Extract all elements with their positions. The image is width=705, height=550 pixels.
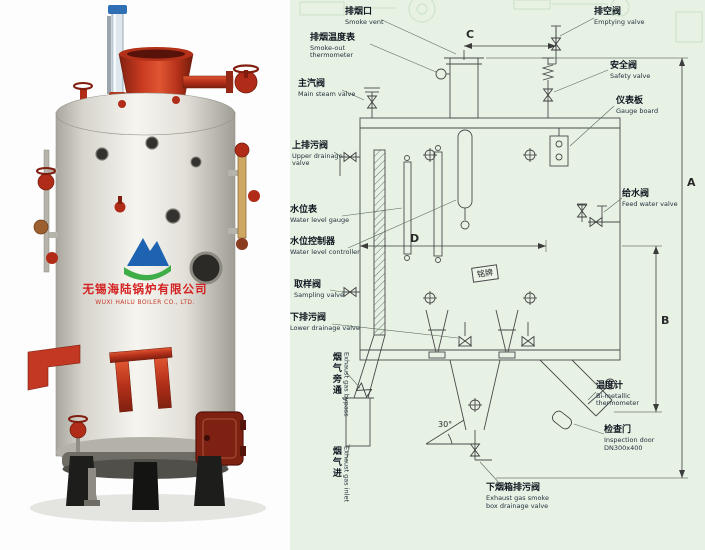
- label-water-level-controller: 水位控制器 Water level controller: [290, 237, 378, 256]
- label-smoke-thermometer-cn: 排烟温度表: [310, 33, 356, 43]
- label-gauge-board-en: Gauge board: [616, 106, 659, 115]
- label-exhaust-gas-bypass-cn: 烟气旁通: [330, 352, 341, 396]
- label-bimetal-thermometer-en: Bi-metallic thermometer: [596, 391, 640, 408]
- dim-label-a: A: [687, 176, 696, 189]
- right-side-fittings: [228, 142, 260, 250]
- dimension-lines: [360, 28, 688, 479]
- label-emptying-valve-en: Emptying valve: [594, 17, 645, 26]
- brand-name-en: WUXI HAILU BOILER CO., LTD.: [95, 299, 195, 306]
- brand-logo-icon: [124, 238, 171, 281]
- label-sampling-valve-cn: 取样阀: [294, 280, 322, 290]
- side-bracket: [27, 344, 81, 391]
- label-smoke-vent-cn: 排烟口: [345, 7, 373, 17]
- label-sampling-valve: 取样阀 Sampling valve: [294, 280, 358, 299]
- boiler-photo-panel: 无锡海陆锅炉有限公司 WUXI HAILU BOILER CO., LTD.: [0, 0, 290, 550]
- label-water-level-gauge-en: Water level gauge: [290, 215, 350, 224]
- watermark-drawings: [299, 0, 703, 43]
- label-smoke-vent: 排烟口 Smoke vent: [345, 7, 397, 26]
- label-main-steam-valve-cn: 主汽阀: [298, 79, 326, 89]
- label-inspection-door: 检查门 Inspection door DN300x400: [604, 425, 664, 453]
- label-safety-valve-en: Safety valve: [610, 71, 651, 80]
- label-lower-drainage-valve-cn: 下排污阀: [290, 313, 327, 323]
- support-fork: [109, 347, 173, 413]
- dim-label-d: D: [410, 232, 420, 245]
- label-smoke-thermometer-en: Smoke-out thermometer: [310, 43, 354, 60]
- label-water-level-gauge-cn: 水位表: [290, 205, 318, 215]
- label-feed-water-valve-cn: 给水阀: [622, 189, 650, 199]
- boiler-illustration: [27, 5, 266, 522]
- chimney: [118, 47, 194, 101]
- steam-outlet-pipe: [182, 64, 260, 94]
- label-smoke-box-drain: 下烟箱排污阀 Exhaust gas smoke box drainage va…: [486, 483, 566, 511]
- label-lower-drainage-valve: 下排污阀 Lower drainage valve: [290, 313, 374, 332]
- portholes: [95, 136, 223, 285]
- label-upper-drainage-valve-en: Upper drainage valve: [292, 151, 343, 168]
- leader-lines: [329, 17, 623, 487]
- label-upper-drainage-valve-cn: 上排污阀: [292, 141, 329, 151]
- label-smoke-thermometer: 排烟温度表 Smoke-out thermometer: [310, 33, 366, 60]
- dim-label-c: C: [466, 28, 475, 41]
- base-feet: [66, 456, 225, 510]
- label-exhaust-gas-inlet-cn: 烟气进: [330, 446, 341, 479]
- left-side-fittings: [33, 149, 58, 273]
- label-exhaust-gas-bypass: 烟气旁通 Exhaust gas bypass: [330, 352, 351, 432]
- label-feed-water-valve-en: Feed water valve: [622, 199, 678, 208]
- label-feed-water-valve: 给水阀 Feed water valve: [622, 189, 686, 208]
- label-sampling-valve-en: Sampling valve: [294, 290, 344, 299]
- label-inspection-door-cn: 检查门: [604, 425, 632, 435]
- label-exhaust-gas-bypass-en: Exhaust gas bypass: [342, 352, 351, 417]
- bottom-drain-valve: [68, 415, 88, 452]
- label-exhaust-gas-inlet: 烟气进 Exhaust gas inlet: [330, 446, 351, 516]
- label-smoke-vent-en: Smoke vent: [345, 17, 384, 26]
- label-emptying-valve: 排空阀 Emptying valve: [594, 7, 658, 26]
- label-water-level-controller-cn: 水位控制器: [290, 237, 336, 247]
- label-smoke-box-drain-cn: 下烟箱排污阀: [486, 483, 541, 493]
- label-gauge-board-cn: 仪表板: [616, 96, 644, 106]
- label-bimetal-thermometer: 温度计 Bi-metallic thermometer: [596, 381, 650, 408]
- brand-block: 无锡海陆锅炉有限公司 WUXI HAILU BOILER CO., LTD.: [35, 281, 255, 306]
- label-smoke-box-drain-en2: box drainage valve: [486, 502, 549, 511]
- boiler-schematic: [299, 0, 703, 487]
- label-upper-drainage-valve: 上排污阀 Upper drainage valve: [292, 141, 352, 168]
- schematic-linework: [339, 25, 621, 461]
- boiler-body: [55, 92, 236, 479]
- label-bimetal-thermometer-cn: 温度计: [596, 381, 624, 391]
- label-main-steam-valve: 主汽阀 Main steam valve: [298, 79, 370, 98]
- label-inspection-door-en: Inspection door: [604, 435, 655, 444]
- label-inspection-door-size: DN300x400: [604, 444, 643, 453]
- label-smoke-box-drain-en: Exhaust gas smoke: [486, 493, 549, 502]
- label-gauge-board: 仪表板 Gauge board: [616, 96, 672, 115]
- label-water-level-gauge: 水位表 Water level gauge: [290, 205, 374, 224]
- brand-name-cn: 无锡海陆锅炉有限公司: [82, 282, 208, 296]
- dim-label-b: B: [661, 314, 670, 327]
- label-safety-valve-cn: 安全阀: [610, 61, 638, 71]
- label-emptying-valve-cn: 排空阀: [594, 7, 622, 17]
- label-main-steam-valve-en: Main steam valve: [298, 89, 356, 98]
- label-safety-valve: 安全阀 Safety valve: [610, 61, 666, 80]
- dome-valve: [73, 82, 93, 108]
- dim-label-angle: 30°: [438, 420, 453, 429]
- label-water-level-controller-en: Water level controller: [290, 247, 360, 256]
- label-exhaust-gas-inlet-en: Exhaust gas inlet: [342, 446, 351, 503]
- label-lower-drainage-valve-en: Lower drainage valve: [290, 323, 360, 332]
- diagram-panel: 排烟口 Smoke vent 排烟温度表 Smoke-out thermomet…: [290, 0, 705, 550]
